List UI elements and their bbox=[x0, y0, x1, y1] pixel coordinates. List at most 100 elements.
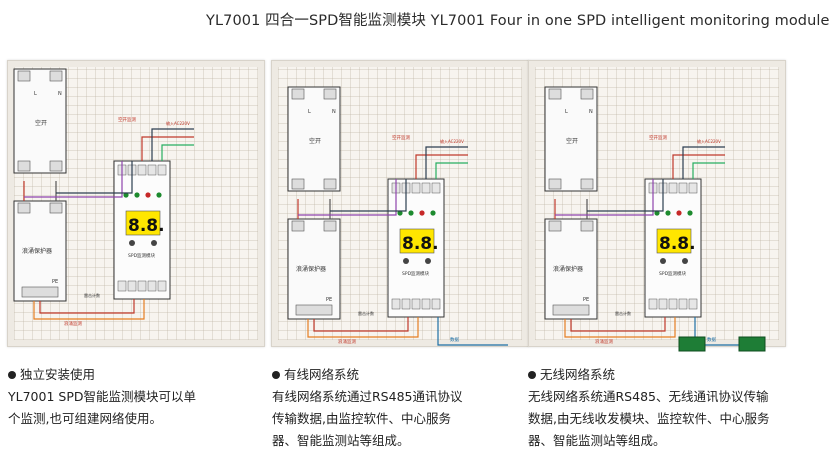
breaker-box bbox=[287, 86, 341, 192]
wire bbox=[330, 179, 407, 212]
spd-box bbox=[287, 218, 341, 320]
button-icon bbox=[682, 258, 688, 264]
module-name: SPD监测模块 bbox=[659, 270, 687, 277]
wire bbox=[39, 299, 135, 314]
data-label: 数据 bbox=[450, 336, 459, 343]
wire bbox=[682, 146, 725, 179]
caption-standalone: 独立安装使用 YL7001 SPD智能监测模块可以单 个监测,也可组建网络使用。 bbox=[8, 364, 196, 430]
display-digits: 8.8. bbox=[659, 234, 696, 254]
wire bbox=[570, 317, 666, 332]
status-led bbox=[123, 192, 129, 198]
breaker-line-label: L bbox=[565, 109, 568, 115]
wire bbox=[587, 179, 664, 212]
breaker-neutral-label: N bbox=[589, 109, 593, 115]
wire bbox=[161, 144, 194, 161]
surge-monitor-label: 浪涌监测 bbox=[595, 338, 613, 345]
breaker-label: 空开 bbox=[309, 137, 321, 145]
status-led bbox=[676, 210, 682, 216]
diagram-wireless-network: L N 空开浪涌保护器 PE 8.8. SPD监测模块 空开监测输入AC220V 浪涌监测 雷击… bbox=[528, 60, 786, 352]
caption-line: 器、智能监测站等组成。 bbox=[528, 433, 666, 448]
breaker-line-label: L bbox=[308, 109, 311, 115]
surge-monitor-label: 浪涌监测 bbox=[64, 320, 82, 327]
breaker-monitor-label: 空开监测 bbox=[392, 134, 410, 141]
ac-input-label: 输入AC220V bbox=[697, 138, 721, 144]
status-led bbox=[397, 210, 403, 216]
caption-line: 器、智能监测站等组成。 bbox=[272, 433, 410, 448]
display-digits: 8.8. bbox=[402, 234, 439, 254]
caption-heading: 有线网络系统 bbox=[284, 367, 360, 382]
wire bbox=[151, 128, 194, 161]
spd-box bbox=[544, 218, 598, 320]
status-led bbox=[665, 210, 671, 216]
wire bbox=[313, 317, 409, 332]
button-icon bbox=[151, 240, 157, 246]
spd-box bbox=[13, 200, 67, 302]
breaker-label: 空开 bbox=[566, 137, 578, 145]
wire bbox=[435, 162, 468, 179]
caption-line: 无线网络系统通RS485、无线通讯协议传输 bbox=[528, 389, 769, 404]
caption-line: 个监测,也可组建网络使用。 bbox=[8, 411, 162, 426]
page-title: YL7001 四合一SPD智能监测模块 YL7001 Four in one S… bbox=[206, 13, 830, 29]
status-led bbox=[419, 210, 425, 216]
spd-label: 浪涌保护器 bbox=[553, 265, 583, 273]
wireless-module bbox=[738, 336, 766, 352]
display-digits: 8.8. bbox=[128, 216, 165, 236]
lightning-counter-label: 雷击计数 bbox=[615, 310, 631, 316]
seven-seg-display bbox=[656, 228, 692, 254]
caption-heading: 独立安装使用 bbox=[20, 367, 96, 382]
ac-input-label: 输入AC220V bbox=[440, 138, 464, 144]
breaker-monitor-label: 空开监测 bbox=[118, 116, 136, 123]
breaker-box bbox=[13, 68, 67, 174]
pe-label: PE bbox=[52, 279, 58, 285]
module-name: SPD监测模块 bbox=[128, 252, 156, 259]
status-led bbox=[430, 210, 436, 216]
button-icon bbox=[425, 258, 431, 264]
wire bbox=[415, 154, 468, 179]
wire bbox=[141, 136, 194, 161]
wire bbox=[425, 146, 468, 179]
caption-line: 有线网络系统通过RS485通讯协议 bbox=[272, 389, 463, 404]
pe-label: PE bbox=[583, 297, 589, 303]
bullet-icon bbox=[528, 371, 536, 379]
lightning-counter-label: 雷击计数 bbox=[84, 292, 100, 298]
spd-label: 浪涌保护器 bbox=[22, 247, 52, 255]
caption-wireless: 无线网络系统 无线网络系统通RS485、无线通讯协议传输 数据,由无线收发模块、… bbox=[528, 364, 769, 452]
status-led bbox=[145, 192, 151, 198]
ac-input-label: 输入AC220V bbox=[166, 120, 190, 126]
status-led bbox=[156, 192, 162, 198]
wire bbox=[298, 179, 397, 216]
breaker-box bbox=[544, 86, 598, 192]
wire bbox=[564, 317, 676, 338]
pe-label: PE bbox=[326, 297, 332, 303]
wire bbox=[24, 161, 123, 198]
surge-monitor-label: 浪涌监测 bbox=[338, 338, 356, 345]
lightning-counter-label: 雷击计数 bbox=[358, 310, 374, 316]
caption-line: 传输数据,由监控软件、中心服务 bbox=[272, 411, 451, 426]
bullet-icon bbox=[8, 371, 16, 379]
caption-wired: 有线网络系统 有线网络系统通过RS485通讯协议 传输数据,由监控软件、中心服务… bbox=[272, 364, 462, 452]
caption-line: 数据,由无线收发模块、监控软件、中心服务 bbox=[528, 411, 770, 426]
wire bbox=[56, 161, 133, 194]
breaker-label: 空开 bbox=[35, 119, 47, 127]
button-icon bbox=[403, 258, 409, 264]
seven-seg-display bbox=[125, 210, 161, 236]
module-name: SPD监测模块 bbox=[402, 270, 430, 277]
wire bbox=[307, 317, 419, 338]
breaker-line-label: L bbox=[34, 91, 37, 97]
seven-seg-display bbox=[399, 228, 435, 254]
data-label: 数据 bbox=[707, 336, 716, 343]
wire bbox=[33, 299, 145, 320]
breaker-neutral-label: N bbox=[332, 109, 336, 115]
wire bbox=[672, 154, 725, 179]
caption-line: YL7001 SPD智能监测模块可以单 bbox=[8, 389, 196, 404]
button-icon bbox=[660, 258, 666, 264]
status-led bbox=[134, 192, 140, 198]
button-icon bbox=[129, 240, 135, 246]
breaker-monitor-label: 空开监测 bbox=[649, 134, 667, 141]
bullet-icon bbox=[272, 371, 280, 379]
caption-heading: 无线网络系统 bbox=[540, 367, 616, 382]
